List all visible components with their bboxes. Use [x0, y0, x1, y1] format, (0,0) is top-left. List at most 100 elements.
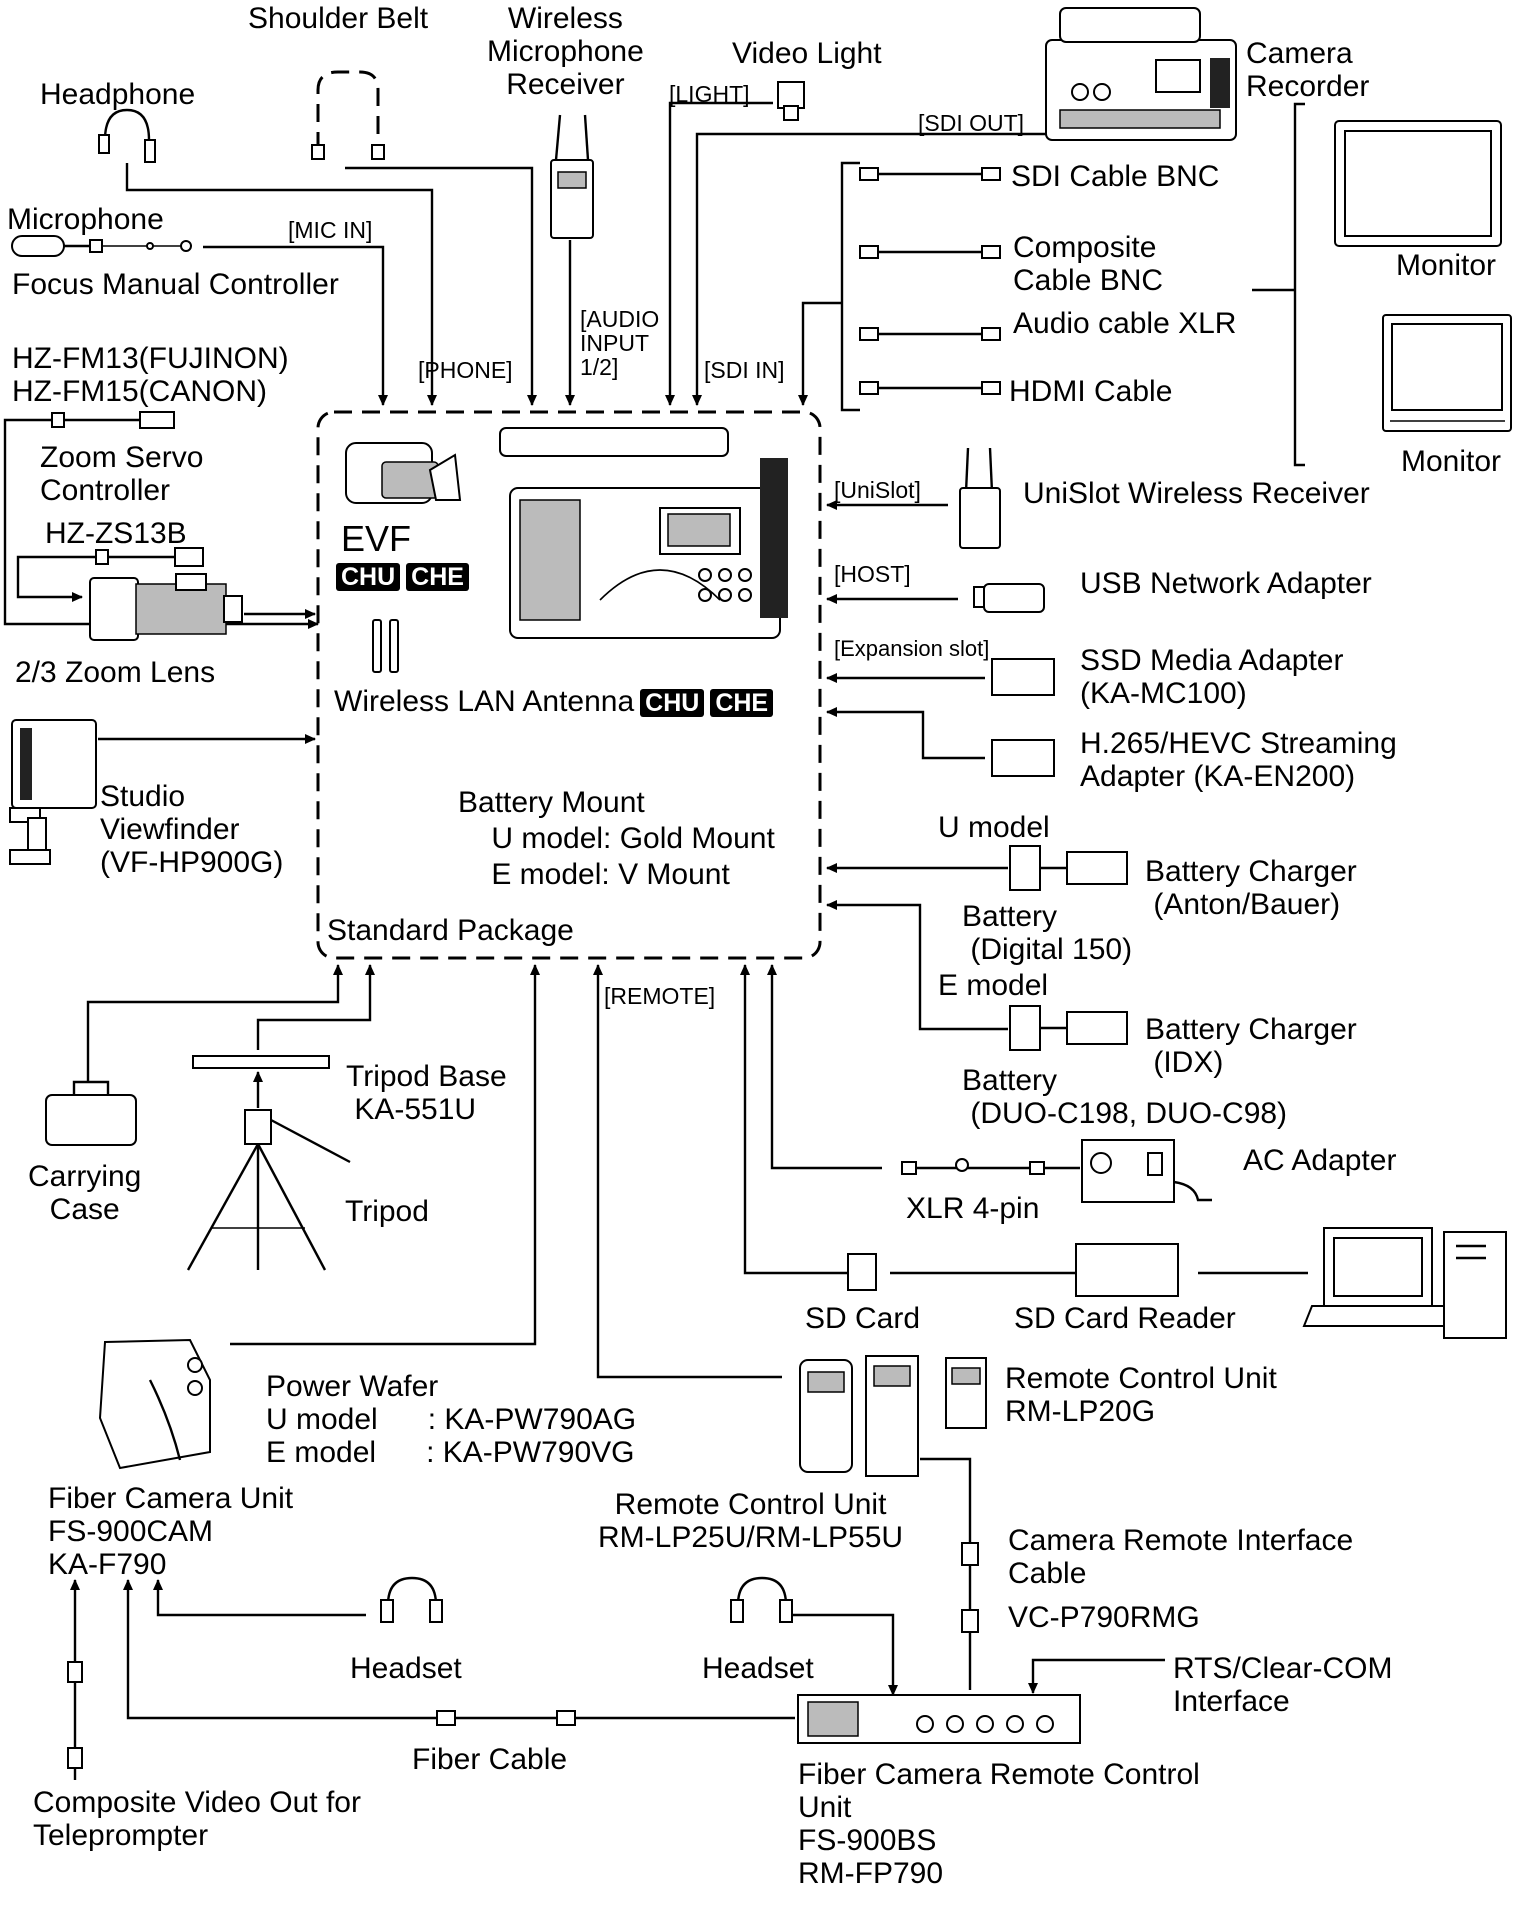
crif-connector-1	[961, 1542, 979, 1566]
shoulder-belt-label: Shoulder Belt	[248, 2, 429, 35]
composite-out-connector-1	[67, 1661, 83, 1683]
sdi-out-line	[692, 132, 1048, 406]
power-wafer-line	[230, 964, 540, 1346]
video-light-icon	[777, 81, 805, 121]
fiber-camera-unit-icon	[98, 1338, 211, 1470]
wireless-mic-receiver-icon	[550, 114, 594, 239]
charger-e-label: Battery Charger (IDX)	[1145, 1013, 1357, 1079]
monitor-icon-1	[1334, 120, 1502, 247]
monitor-2-label: Monitor	[1401, 445, 1502, 478]
video-light-line	[665, 101, 773, 406]
port-sdi-out: [SDI OUT]	[918, 110, 1025, 136]
usb-network-adapter-icon	[973, 583, 1045, 613]
battery-mount-label: Battery Mount U model: Gold Mount E mode…	[458, 786, 775, 891]
ac-adapter-line	[767, 964, 882, 1170]
composite-cable-bnc-label: Composite Cable BNC	[1013, 231, 1164, 297]
microphone-label: Microphone	[7, 203, 164, 236]
camera-recorder-label: Camera Recorder	[1246, 37, 1370, 103]
studio-viewfinder-label: Studio Viewfinder (VF-HP900G)	[100, 780, 284, 879]
port-host: [HOST]	[834, 561, 911, 587]
zoom-lens-label: 2/3 Zoom Lens	[15, 656, 216, 689]
headset-1-label: Headset	[350, 1652, 462, 1685]
crif-connector-2	[961, 1609, 979, 1633]
remote-line	[593, 964, 782, 1379]
standard-package-label: Standard Package	[327, 914, 574, 947]
vc-p790rmg-label: VC-P790RMG	[1008, 1601, 1200, 1634]
sdi-in-line	[798, 301, 842, 406]
evf-label: EVF	[341, 518, 412, 559]
focus-controller-icon	[51, 411, 175, 429]
monitor-1-label: Monitor	[1396, 249, 1497, 282]
sdi-cable-bnc-label: SDI Cable BNC	[1011, 160, 1220, 193]
e-model-label: E model	[938, 969, 1049, 1002]
camera-remote-interface-cable-label: Camera Remote Interface Cable	[1008, 1524, 1354, 1590]
streaming-adapter-label: H.265/HEVC Streaming Adapter (KA-EN200)	[1080, 727, 1397, 793]
fiber-camera-remote-control-unit-label: Fiber Camera Remote Control Unit FS-900B…	[798, 1758, 1200, 1890]
sdi-cable-bnc-icon	[859, 167, 1001, 181]
focus-manual-controller-label: Focus Manual Controller	[12, 268, 339, 301]
battery-e-line	[826, 900, 1008, 1031]
xlr-4pin-label: XLR 4-pin	[906, 1192, 1040, 1225]
tripod-label: Tripod	[345, 1195, 429, 1228]
fiber-camera-remote-control-unit-icon	[797, 1694, 1081, 1744]
battery-e-label: Battery (DUO-C198, DUO-C98)	[962, 1064, 1288, 1130]
monitor-icon-2	[1382, 314, 1512, 432]
remote-control-rm-lp20g-icon	[945, 1357, 987, 1429]
fiber-cable-line	[123, 1579, 795, 1720]
composite-cable-bnc-icon	[859, 245, 1001, 259]
unislot-receiver-label: UniSlot Wireless Receiver	[1023, 477, 1370, 510]
chu-badge-2: CHU	[640, 689, 705, 717]
standard-package-frame	[316, 410, 822, 960]
streaming-adapter-icon	[991, 739, 1055, 777]
microphone-line	[203, 245, 388, 406]
remote-control-rm-lp25-icon	[799, 1355, 919, 1477]
zoom-servo-icon	[95, 547, 204, 567]
camera-recorder-icon	[1045, 7, 1237, 141]
wireless-lan-antenna-text: Wireless LAN Antenna	[334, 685, 635, 718]
sd-card-reader-label: SD Card Reader	[1014, 1302, 1236, 1335]
port-mic-in: [MIC IN]	[288, 217, 373, 243]
laptop-icon	[1302, 1227, 1454, 1327]
charger-u-label: Battery Charger (Anton/Bauer)	[1145, 855, 1357, 921]
studio-viewfinder-icon	[9, 719, 97, 865]
port-light: [LIGHT]	[669, 81, 750, 107]
ssd-media-adapter-label: SSD Media Adapter (KA-MC100)	[1080, 644, 1344, 710]
zoom-servo-controller-label: Zoom Servo Controller	[40, 441, 204, 507]
fiber-cable-connector-2	[556, 1710, 576, 1726]
tripod-base-label: Tripod Base KA-551U	[346, 1060, 507, 1126]
sd-card-label: SD Card	[805, 1302, 921, 1335]
headset-1-line	[153, 1579, 366, 1617]
chu-badge: CHU	[336, 563, 401, 591]
ac-adapter-label: AC Adapter	[1243, 1144, 1397, 1177]
xlr-4pin-icon	[901, 1158, 1080, 1175]
hdmi-cable-icon	[859, 381, 1001, 395]
port-remote: [REMOTE]	[604, 983, 716, 1009]
desktop-tower-icon	[1443, 1231, 1507, 1339]
remote-control-rm-lp20g-label: Remote Control Unit RM-LP20G	[1005, 1362, 1277, 1428]
sd-card-icon	[847, 1253, 877, 1291]
zoom-servo-line	[16, 555, 100, 602]
ssd-media-adapter-icon	[991, 658, 1055, 696]
port-sdi-in: [SDI IN]	[704, 357, 785, 383]
camera-body-icon	[499, 427, 788, 639]
port-unislot: [UniSlot]	[834, 477, 921, 503]
microphone-icon	[11, 235, 192, 257]
rts-line	[1028, 1658, 1165, 1694]
headset-1-icon	[380, 1576, 443, 1623]
fiber-cable-label: Fiber Cable	[412, 1743, 568, 1776]
headset-2-line	[788, 1613, 898, 1696]
power-wafer-label: Power Wafer U model : KA-PW790AG E model…	[266, 1370, 637, 1469]
composite-out-connector-2	[67, 1747, 83, 1769]
tripod-base-icon	[192, 1055, 330, 1069]
hz-zs13b-label: HZ-ZS13B	[45, 517, 187, 550]
u-model-label: U model	[938, 811, 1050, 844]
carrying-case-icon	[45, 1080, 137, 1146]
wireless-lan-antenna-icon	[372, 619, 399, 673]
audio-cable-xlr-label: Audio cable XLR	[1013, 307, 1237, 340]
headphone-icon	[98, 108, 156, 163]
ac-adapter-icon	[1081, 1139, 1212, 1203]
audio-cable-xlr-icon	[859, 327, 1001, 341]
fiber-cable-connector-1	[436, 1710, 456, 1726]
headphone-label: Headphone	[40, 78, 196, 111]
